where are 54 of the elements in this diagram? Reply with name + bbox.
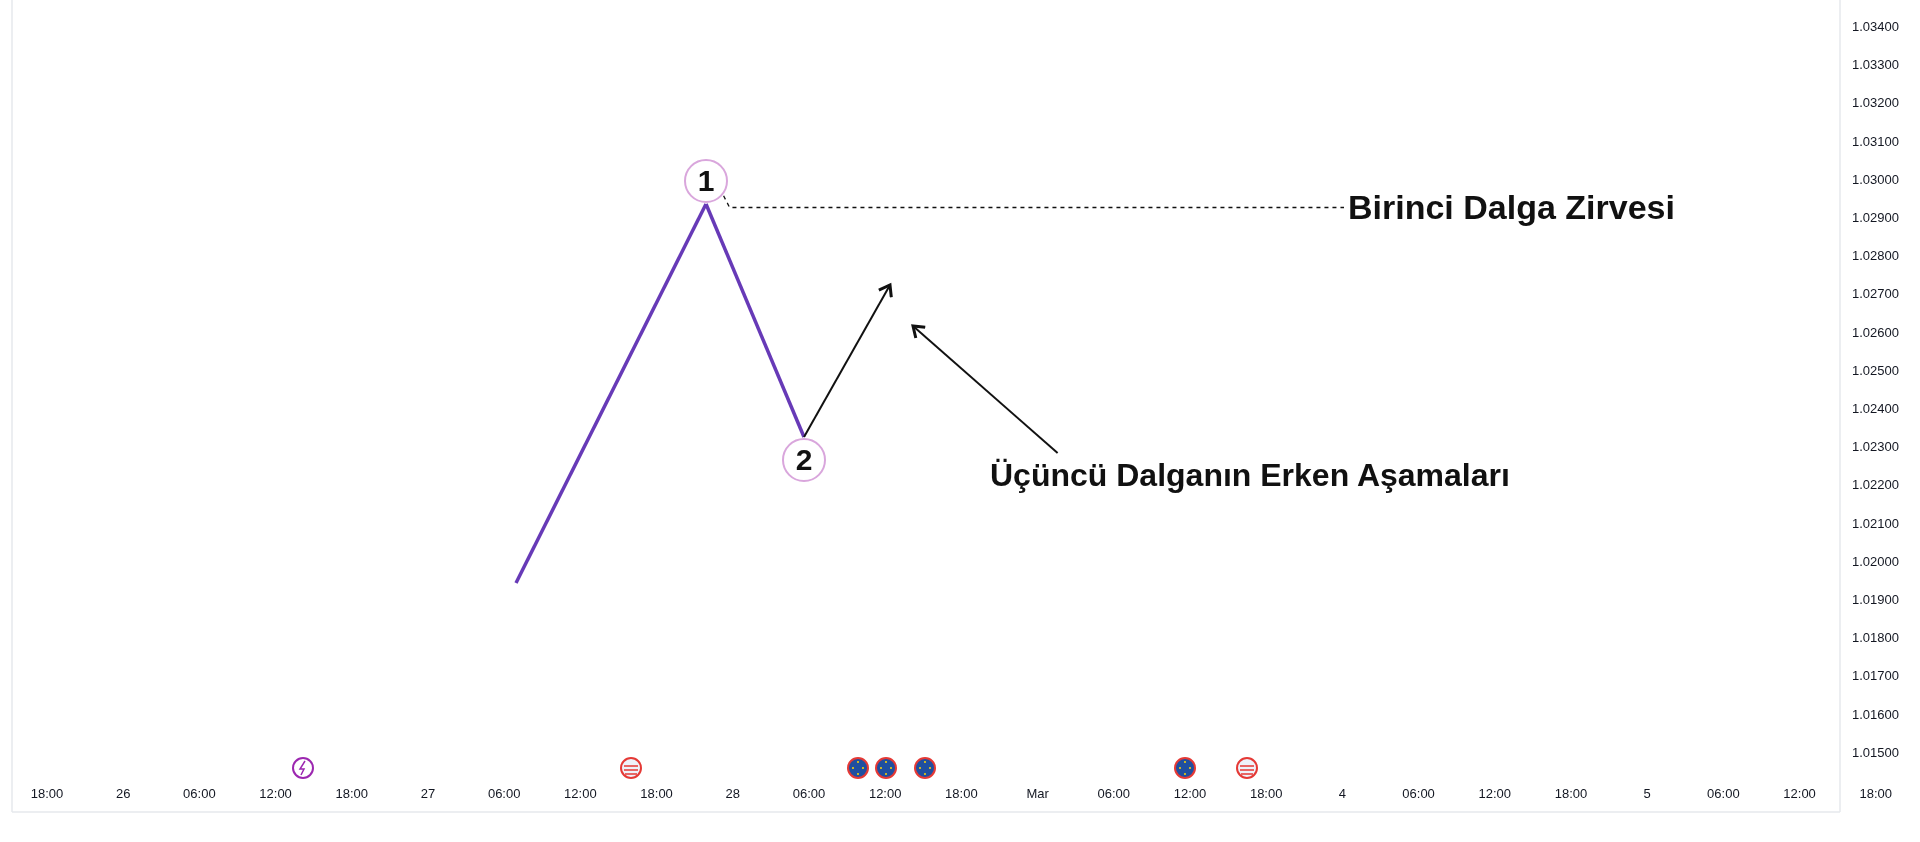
price-tick-label: 1.03200 xyxy=(1852,95,1899,111)
arrow xyxy=(803,283,893,438)
annotation-text: Birinci Dalga Zirvesi xyxy=(1348,188,1675,227)
time-tick-label: Mar xyxy=(1026,786,1049,801)
price-tick-label: 1.03100 xyxy=(1852,133,1899,149)
time-tick-label: 12:00 xyxy=(1783,786,1816,801)
time-tick-label: 18:00 xyxy=(1859,786,1893,801)
wave-line xyxy=(514,203,708,584)
time-tick-label: 18:00 xyxy=(945,786,978,801)
time-tick-label: 06:00 xyxy=(792,786,826,801)
time-tick-label: 28 xyxy=(725,786,741,801)
time-tick-label: 06:00 xyxy=(1402,786,1435,801)
price-tick-label: 1.01800 xyxy=(1852,630,1899,646)
time-tick-label: 12:00 xyxy=(1173,786,1207,801)
price-tick-label: 1.01900 xyxy=(1852,592,1899,607)
price-tick-label: 1.01500 xyxy=(1852,744,1899,760)
price-tick-label: 1.02600 xyxy=(1852,324,1899,340)
annotation-text: Üçüncü Dalganın Erken Aşamaları xyxy=(990,457,1510,494)
time-tick-label: 18:00 xyxy=(1249,786,1283,801)
price-tick-label: 1.02700 xyxy=(1852,286,1899,302)
price-tick-label: 1.02000 xyxy=(1852,553,1899,569)
price-tick-label: 1.02500 xyxy=(1852,362,1899,378)
price-tick-label: 1.03000 xyxy=(1852,171,1899,187)
time-tick-label: 27 xyxy=(420,786,436,801)
price-tick-label: 1.02200 xyxy=(1852,477,1899,493)
time-tick-label: 12:00 xyxy=(564,786,597,801)
price-tick-label: 1.02900 xyxy=(1852,210,1899,225)
time-tick-label: 5 xyxy=(1643,786,1651,801)
wave-number-circle: 2 xyxy=(782,438,826,482)
price-tick-label: 1.01700 xyxy=(1852,668,1899,684)
time-tick-label: 06:00 xyxy=(183,786,216,801)
wave-number-circle: 1 xyxy=(684,159,728,203)
time-tick-label: 26 xyxy=(115,786,131,801)
price-tick-label: 1.03300 xyxy=(1852,57,1899,73)
time-tick-label: 18:00 xyxy=(30,786,64,801)
price-tick-label: 1.01600 xyxy=(1852,706,1899,722)
time-tick-label: 18:00 xyxy=(335,786,369,801)
price-tick-label: 1.02100 xyxy=(1852,515,1899,531)
time-tick-label: 18:00 xyxy=(640,786,673,801)
wave-line xyxy=(704,203,806,438)
time-tick-label: 12:00 xyxy=(259,786,292,801)
price-tick-label: 1.02400 xyxy=(1852,401,1899,416)
time-tick-label: 12:00 xyxy=(868,786,902,801)
time-tick-label: 12:00 xyxy=(1478,786,1512,801)
time-tick-label: 06:00 xyxy=(1707,786,1740,801)
price-tick-label: 1.02800 xyxy=(1852,248,1899,264)
leader-arrow xyxy=(911,324,1059,454)
time-tick-label: 4 xyxy=(1338,786,1346,801)
time-tick-label: 18:00 xyxy=(1554,786,1588,801)
price-tick-label: 1.02300 xyxy=(1852,439,1899,455)
price-tick-label: 1.03400 xyxy=(1852,19,1899,34)
time-tick-label: 06:00 xyxy=(1097,786,1131,801)
time-tick-label: 06:00 xyxy=(487,786,521,801)
dashed-level-line xyxy=(722,195,1345,209)
